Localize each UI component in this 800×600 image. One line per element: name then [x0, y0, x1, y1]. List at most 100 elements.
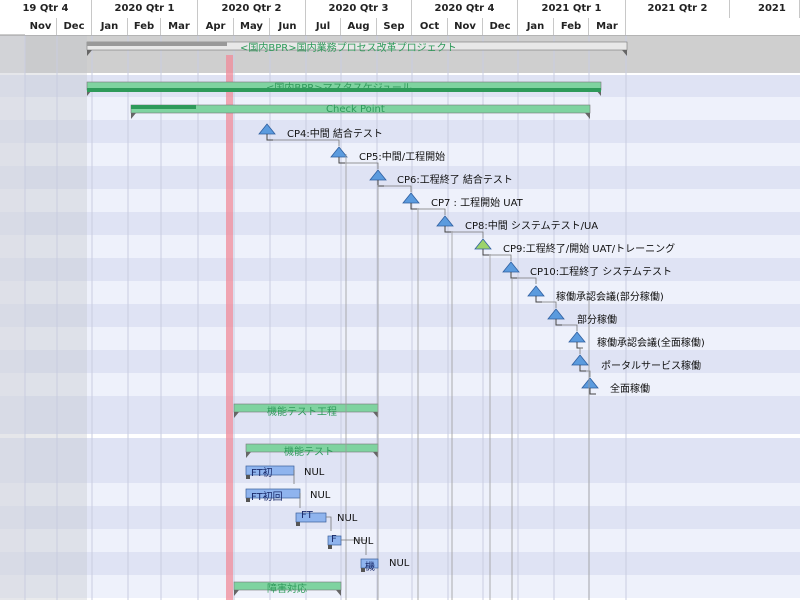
- quarter-header-2021q2: 2021 Qtr 2: [626, 0, 730, 18]
- milestone-label-cp10[interactable]: CP10:工程終了 システムテスト: [530, 267, 672, 278]
- milestone-label-partial-meeting[interactable]: 稼働承認会議(部分稼働): [556, 292, 664, 303]
- month-header: Jun: [270, 18, 306, 35]
- task-label-f-short[interactable]: F: [331, 534, 337, 545]
- task-label-project[interactable]: <国内BPR>国内業務プロセス改革プロジェクト: [240, 43, 457, 54]
- milestone-stem: [410, 203, 417, 210]
- summary-bar-ft-phase-cap: [373, 412, 378, 418]
- quarter-header-2020q2: 2020 Qtr 2: [198, 0, 306, 18]
- row-milestone: [0, 120, 800, 143]
- milestone-stem: [510, 272, 517, 279]
- task-label-ft-first-round[interactable]: FT初回: [251, 492, 283, 503]
- dependency-line: [326, 516, 332, 531]
- milestone-label-partial-golive[interactable]: 部分稼働: [577, 315, 617, 326]
- row-milestone: [0, 304, 800, 327]
- dependency-line: [586, 370, 591, 377]
- milestone-stem: [338, 157, 345, 164]
- milestone-label-cp6[interactable]: CP6:工程終了 結合テスト: [397, 175, 513, 186]
- month-header: Jan: [92, 18, 128, 35]
- task-label-ft-short[interactable]: FT: [301, 510, 313, 521]
- dependency-line: [384, 185, 412, 192]
- task-bar-f: [327, 535, 342, 546]
- summary-bar-ft-cap: [246, 452, 251, 458]
- row-milestone: [0, 258, 800, 281]
- task-label-ft-phase[interactable]: 機能テスト工程: [267, 407, 337, 418]
- dependency-line: [517, 277, 537, 284]
- row-milestone: [0, 235, 800, 258]
- nul-label: NUL: [337, 513, 358, 524]
- dependency-line: [562, 324, 578, 331]
- dependency-line: [341, 539, 367, 555]
- month-header: [626, 18, 800, 35]
- task-label-ft-first[interactable]: FT初: [251, 468, 273, 479]
- quarter-header-2020q4: 2020 Qtr 4: [412, 0, 518, 18]
- summary-bar-project-cap: [622, 50, 627, 56]
- row-milestone: [0, 143, 800, 166]
- summary-bar-ft-phase-cap: [234, 412, 239, 418]
- task-bar-sub: [360, 558, 379, 569]
- month-header: Mar: [161, 18, 198, 35]
- quarter-header-2020q3: 2020 Qtr 3: [306, 0, 412, 18]
- quarter-header-2021q1: 2021 Qtr 1: [518, 0, 626, 18]
- milestone-label-cp9[interactable]: CP9:工程終了/開始 UAT/トレーニング: [503, 244, 676, 255]
- milestone-stem: [579, 365, 586, 372]
- row-separator: [0, 436, 800, 438]
- summary-progress-checkpoint: [131, 105, 196, 109]
- milestone-label-full-golive[interactable]: 全面稼働: [610, 384, 650, 395]
- today-marker: [226, 55, 233, 600]
- nul-label: NUL: [310, 490, 331, 501]
- milestone-stem: [266, 134, 273, 141]
- milestone-stem: [589, 388, 596, 395]
- month-header: Apr: [198, 18, 234, 35]
- task-label-defect[interactable]: 障害対応: [267, 584, 307, 595]
- milestone-label-cp8[interactable]: CP8:中間 システムテスト/UA: [465, 221, 599, 232]
- summary-bar-defect: [233, 581, 342, 591]
- task-bar-ft-first-round-marker: [246, 498, 250, 502]
- row-ft-phase: [0, 396, 800, 434]
- row-ft: [0, 438, 800, 460]
- task-bar-sub-marker: [361, 568, 365, 572]
- month-header: Oct: [412, 18, 448, 35]
- task-bar-ft-first-marker: [246, 475, 250, 479]
- milestone-label-cp4[interactable]: CP4:中間 結合テスト: [287, 129, 383, 140]
- dependency-line: [345, 162, 379, 169]
- month-header: Aug: [341, 18, 377, 35]
- quarter-header-2021q3: 2021 Qtr: [730, 0, 800, 32]
- summary-progress-master: [87, 88, 601, 92]
- task-bar-f-marker: [328, 545, 332, 549]
- row-milestone: [0, 212, 800, 235]
- summary-bar-checkpoint-cap: [585, 113, 590, 119]
- milestone-label-cp5[interactable]: CP5:中間/工程開始: [359, 152, 446, 163]
- quarter-header-2019q4: 19 Qtr 4: [0, 0, 92, 18]
- row-separator: [0, 434, 800, 436]
- milestone-label-full-meeting[interactable]: 稼働承認会議(全面稼働): [597, 338, 705, 349]
- nul-label: NUL: [389, 558, 410, 569]
- milestone-label-cp7[interactable]: CP7 : 工程開始 UAT: [431, 198, 523, 209]
- summary-bar-ft-cap: [373, 452, 378, 458]
- row-ft-task: [0, 506, 800, 529]
- dependency-line: [451, 231, 484, 238]
- row-ft-task: [0, 575, 800, 598]
- task-label-ft[interactable]: 機能テスト: [284, 447, 334, 458]
- summary-bar-checkpoint-cap: [131, 113, 136, 119]
- row-ft-task: [0, 529, 800, 552]
- dependency-line: [273, 139, 340, 146]
- month-header: Mar: [589, 18, 626, 35]
- row-separator: [0, 73, 800, 75]
- row-milestone: [0, 373, 800, 396]
- task-label-ft-sub[interactable]: 機: [365, 562, 375, 573]
- milestone-stem: [555, 319, 562, 326]
- task-label-master[interactable]: <国内BPR>マスタスケジュール: [266, 83, 412, 94]
- row-ft-task: [0, 552, 800, 575]
- shaded-period: [25, 35, 87, 600]
- milestone-stem: [535, 296, 542, 303]
- task-label-checkpoint[interactable]: Check Point: [326, 104, 385, 115]
- summary-bar-defect-cap: [336, 590, 341, 596]
- dependency-line: [579, 347, 583, 354]
- milestone-label-portal-golive[interactable]: ポータルサービス稼働: [601, 361, 701, 372]
- row-milestone: [0, 327, 800, 350]
- quarter-header-2020q1: 2020 Qtr 1: [92, 0, 198, 18]
- row-project: [0, 35, 800, 73]
- month-header: Jan: [518, 18, 554, 35]
